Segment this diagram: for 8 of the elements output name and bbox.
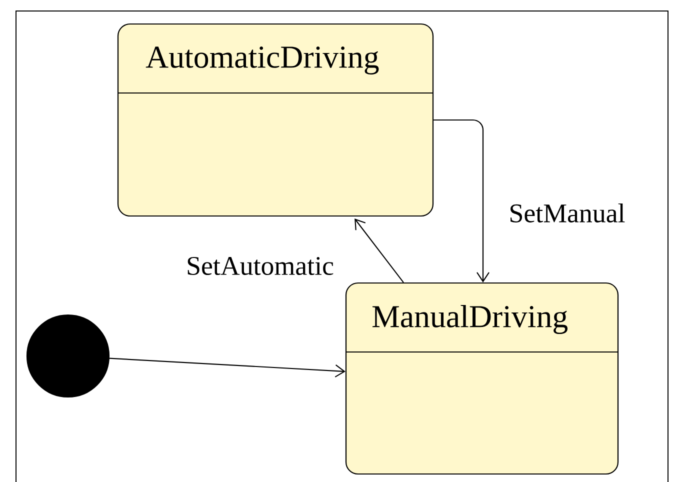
- edge-label: SetManual: [508, 202, 626, 224]
- arrow: [434, 119, 490, 282]
- state-box: AutomaticDriving: [117, 23, 434, 217]
- arrow: [109, 358, 346, 378]
- edge-label: SetAutomatic: [185, 256, 335, 276]
- state-box: ManualDriving: [345, 282, 619, 475]
- arrow: [354, 218, 404, 283]
- initial-state-dot: [26, 314, 110, 398]
